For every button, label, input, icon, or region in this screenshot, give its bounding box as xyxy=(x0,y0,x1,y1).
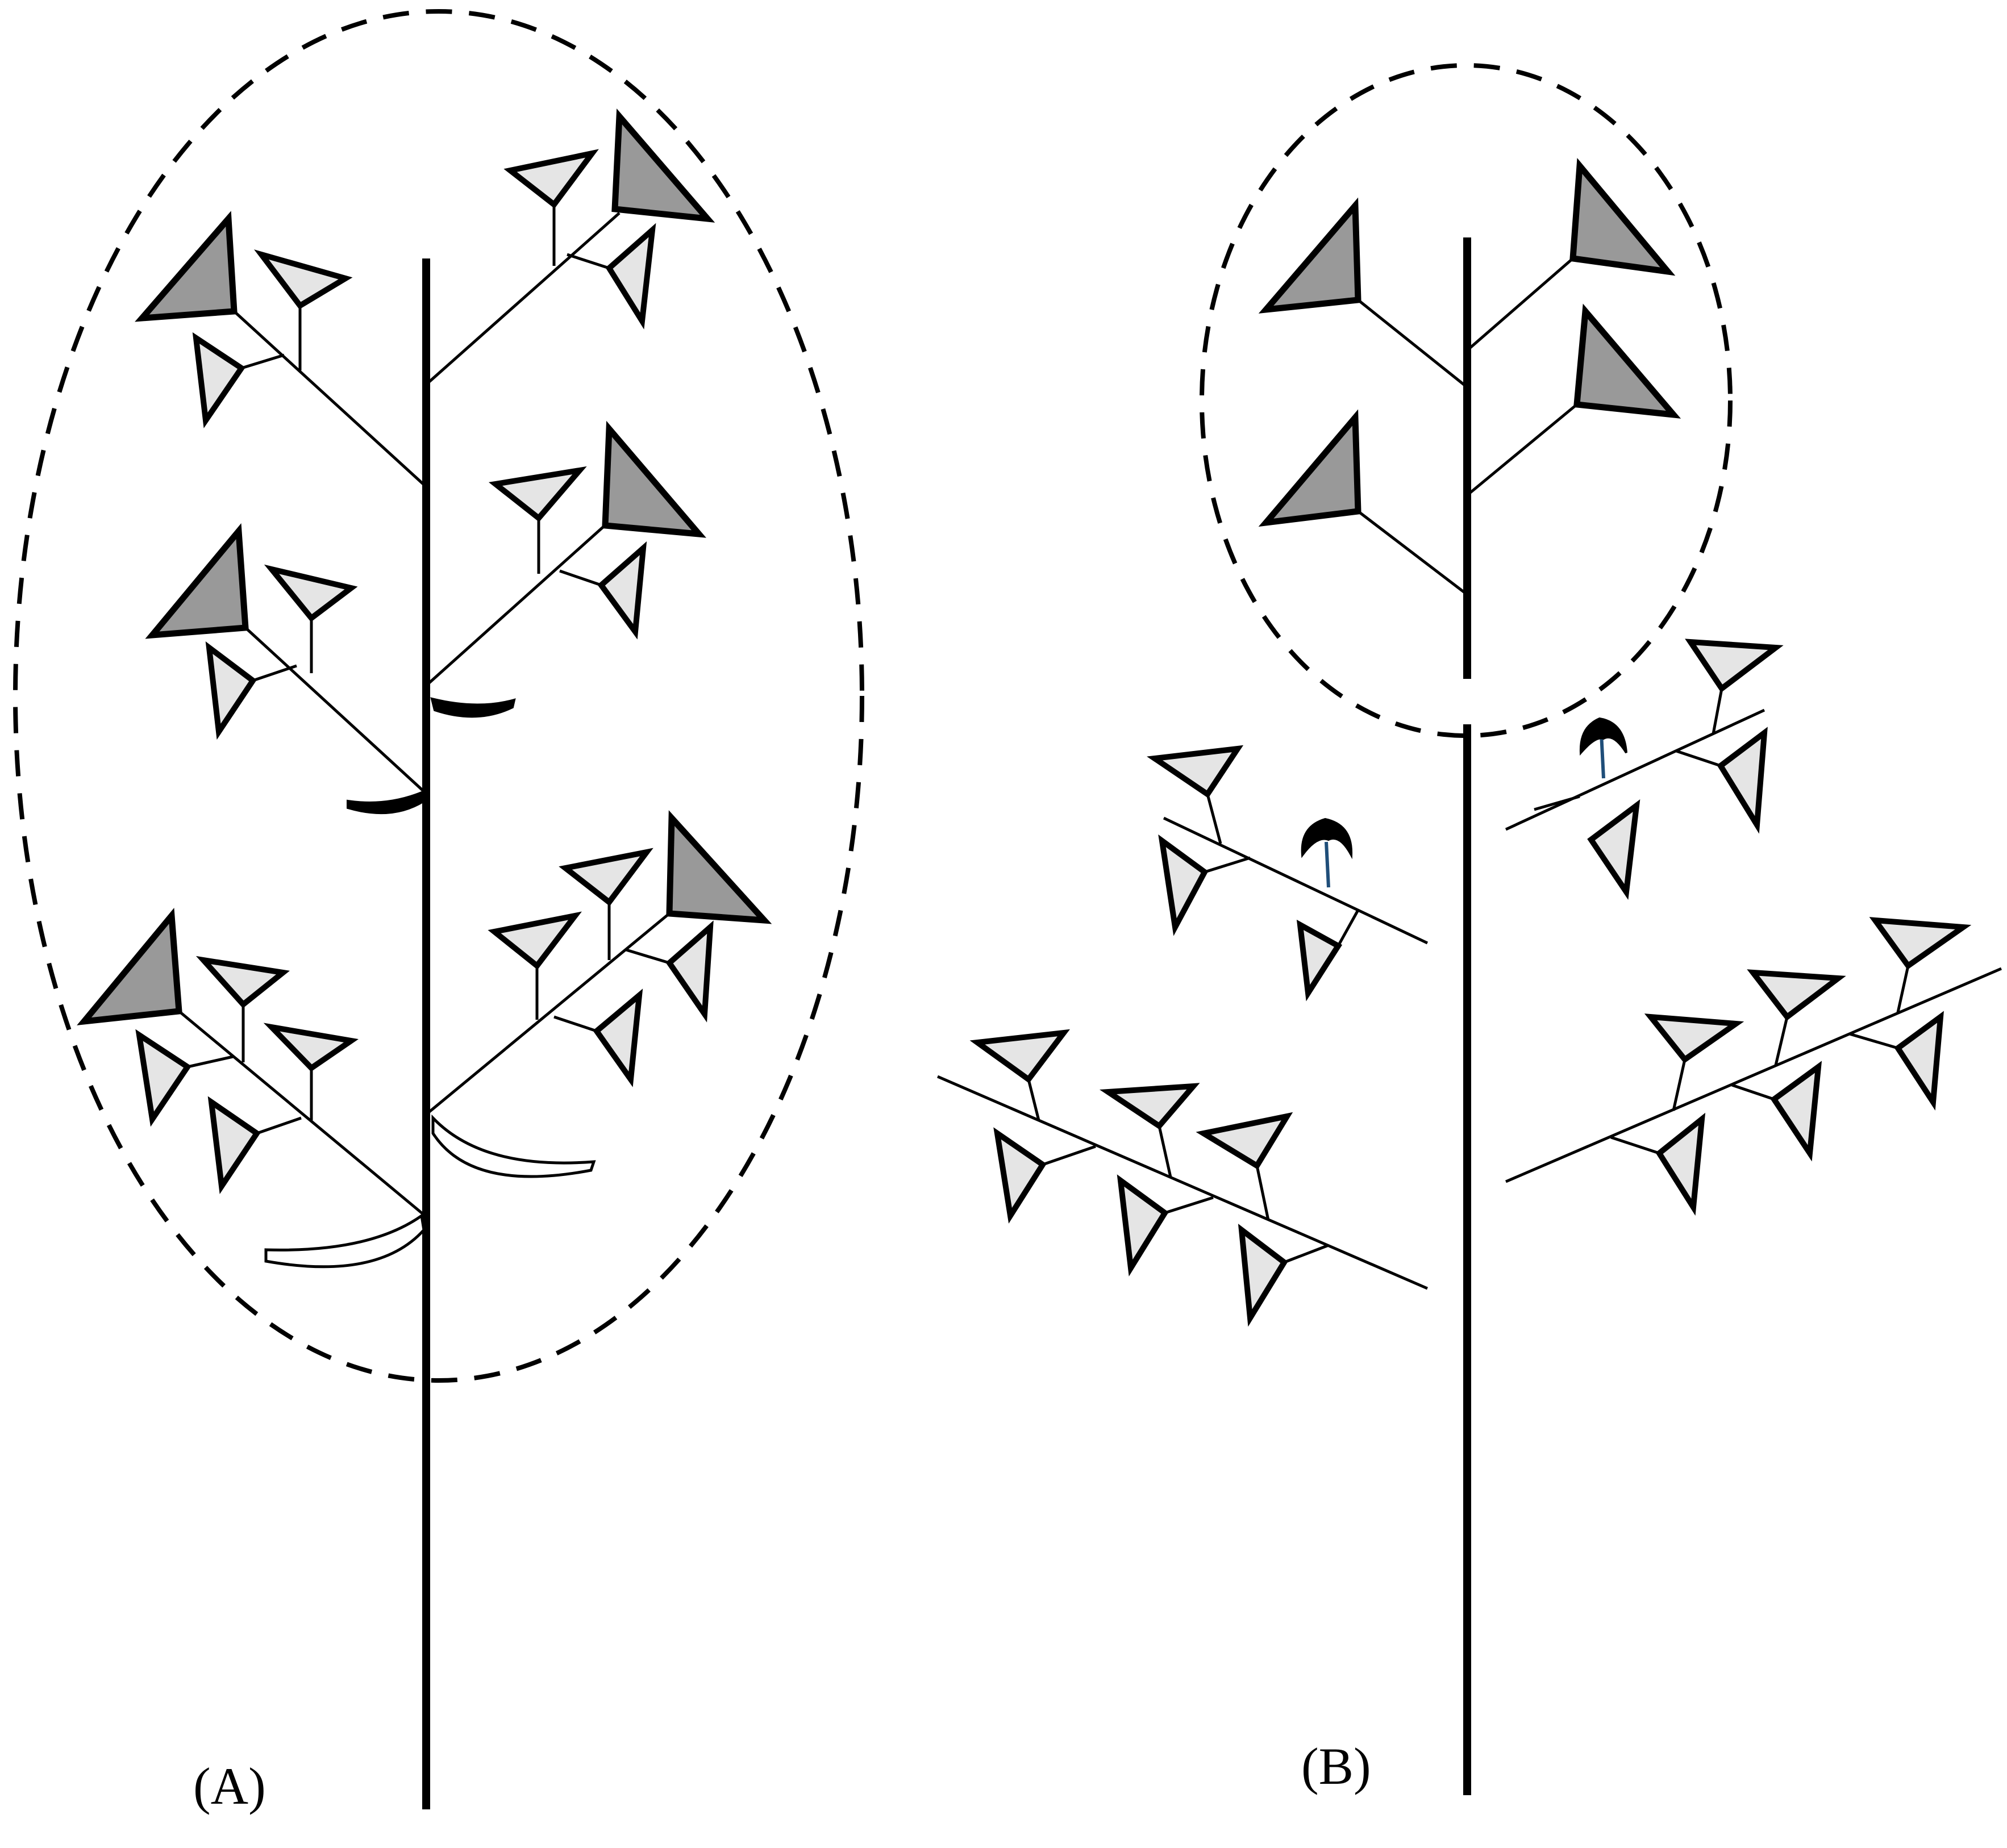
light-leaf xyxy=(969,1029,1071,1083)
panel-b: (B) xyxy=(937,63,2002,1795)
panel-b-canopy-branches xyxy=(1258,158,1681,595)
light-leaf xyxy=(1099,1083,1200,1130)
light-leaf xyxy=(1717,727,1768,834)
light-leaf xyxy=(1644,1013,1744,1063)
light-leaf xyxy=(207,1096,261,1195)
light-leaf xyxy=(254,249,353,310)
light-leaf xyxy=(1117,1174,1169,1277)
panel-b-detached-branch-2 xyxy=(1505,639,1784,900)
light-leaf xyxy=(1587,799,1640,900)
panel-a-branch-2-left xyxy=(145,523,426,794)
light-leaf xyxy=(605,223,656,329)
light-leaf xyxy=(192,332,245,428)
light-leaf xyxy=(205,641,257,740)
light-leaf xyxy=(1147,745,1244,798)
light-leaf xyxy=(1238,1224,1288,1327)
light-leaf xyxy=(1770,1061,1822,1162)
panel-a-canopy-zone xyxy=(13,9,864,1383)
panel-a-branch-3-right xyxy=(426,810,772,1115)
dark-leaf xyxy=(1258,197,1361,314)
panel-a-branch-2-right xyxy=(426,420,706,686)
dark-leaf xyxy=(77,908,182,1025)
dark-leaf xyxy=(602,420,706,538)
dark-leaf xyxy=(611,108,715,223)
light-leaf xyxy=(195,956,290,1008)
light-leaf xyxy=(1869,917,1972,970)
panel-a-branch-1-right xyxy=(426,108,715,385)
dark-leaf xyxy=(1569,158,1676,276)
dark-leaf xyxy=(1573,303,1681,419)
bract xyxy=(347,791,426,815)
bract xyxy=(431,1114,596,1178)
bract xyxy=(264,1213,426,1269)
bract xyxy=(430,697,516,718)
light-leaf xyxy=(1685,639,1784,693)
dark-leaf xyxy=(666,810,772,924)
panel-b-detached-branch-3 xyxy=(937,1029,1428,1327)
flower-stalk xyxy=(1325,841,1330,888)
light-leaf xyxy=(135,1029,191,1127)
light-leaf xyxy=(488,911,582,970)
flower-stalk xyxy=(1600,732,1605,779)
flower-bud-icon xyxy=(1301,817,1353,860)
light-leaf xyxy=(1196,1112,1293,1170)
panel-a-branch-3-left xyxy=(77,908,426,1217)
light-leaf xyxy=(665,920,714,1023)
light-leaf xyxy=(593,988,643,1087)
light-leaf xyxy=(264,564,358,622)
light-leaf xyxy=(559,848,653,907)
light-leaf xyxy=(1296,919,1343,1002)
light-leaf xyxy=(263,1023,359,1072)
light-leaf xyxy=(1655,1112,1706,1216)
light-leaf xyxy=(488,466,587,522)
dark-leaf xyxy=(1258,409,1361,527)
light-leaf xyxy=(1158,834,1209,936)
panel-b-detached-branch-1 xyxy=(1147,745,1429,1002)
light-leaf xyxy=(993,1127,1047,1224)
light-leaf xyxy=(597,541,647,640)
dark-leaf xyxy=(145,523,249,639)
light-leaf xyxy=(1894,1011,1944,1111)
panel-a-label: (A) xyxy=(193,1757,266,1815)
light-leaf xyxy=(503,149,599,209)
panel-a-branch-1-left xyxy=(135,211,426,487)
flower-bud-icon xyxy=(1579,717,1627,756)
light-leaf xyxy=(1747,969,1846,1021)
panel-b-label: (B) xyxy=(1301,1737,1371,1795)
dark-leaf xyxy=(135,211,238,322)
panel-b-detached-branch-4 xyxy=(1505,917,2002,1216)
panel-b-canopy-zone xyxy=(1200,63,1733,738)
panel-a: (A) xyxy=(13,9,864,1815)
